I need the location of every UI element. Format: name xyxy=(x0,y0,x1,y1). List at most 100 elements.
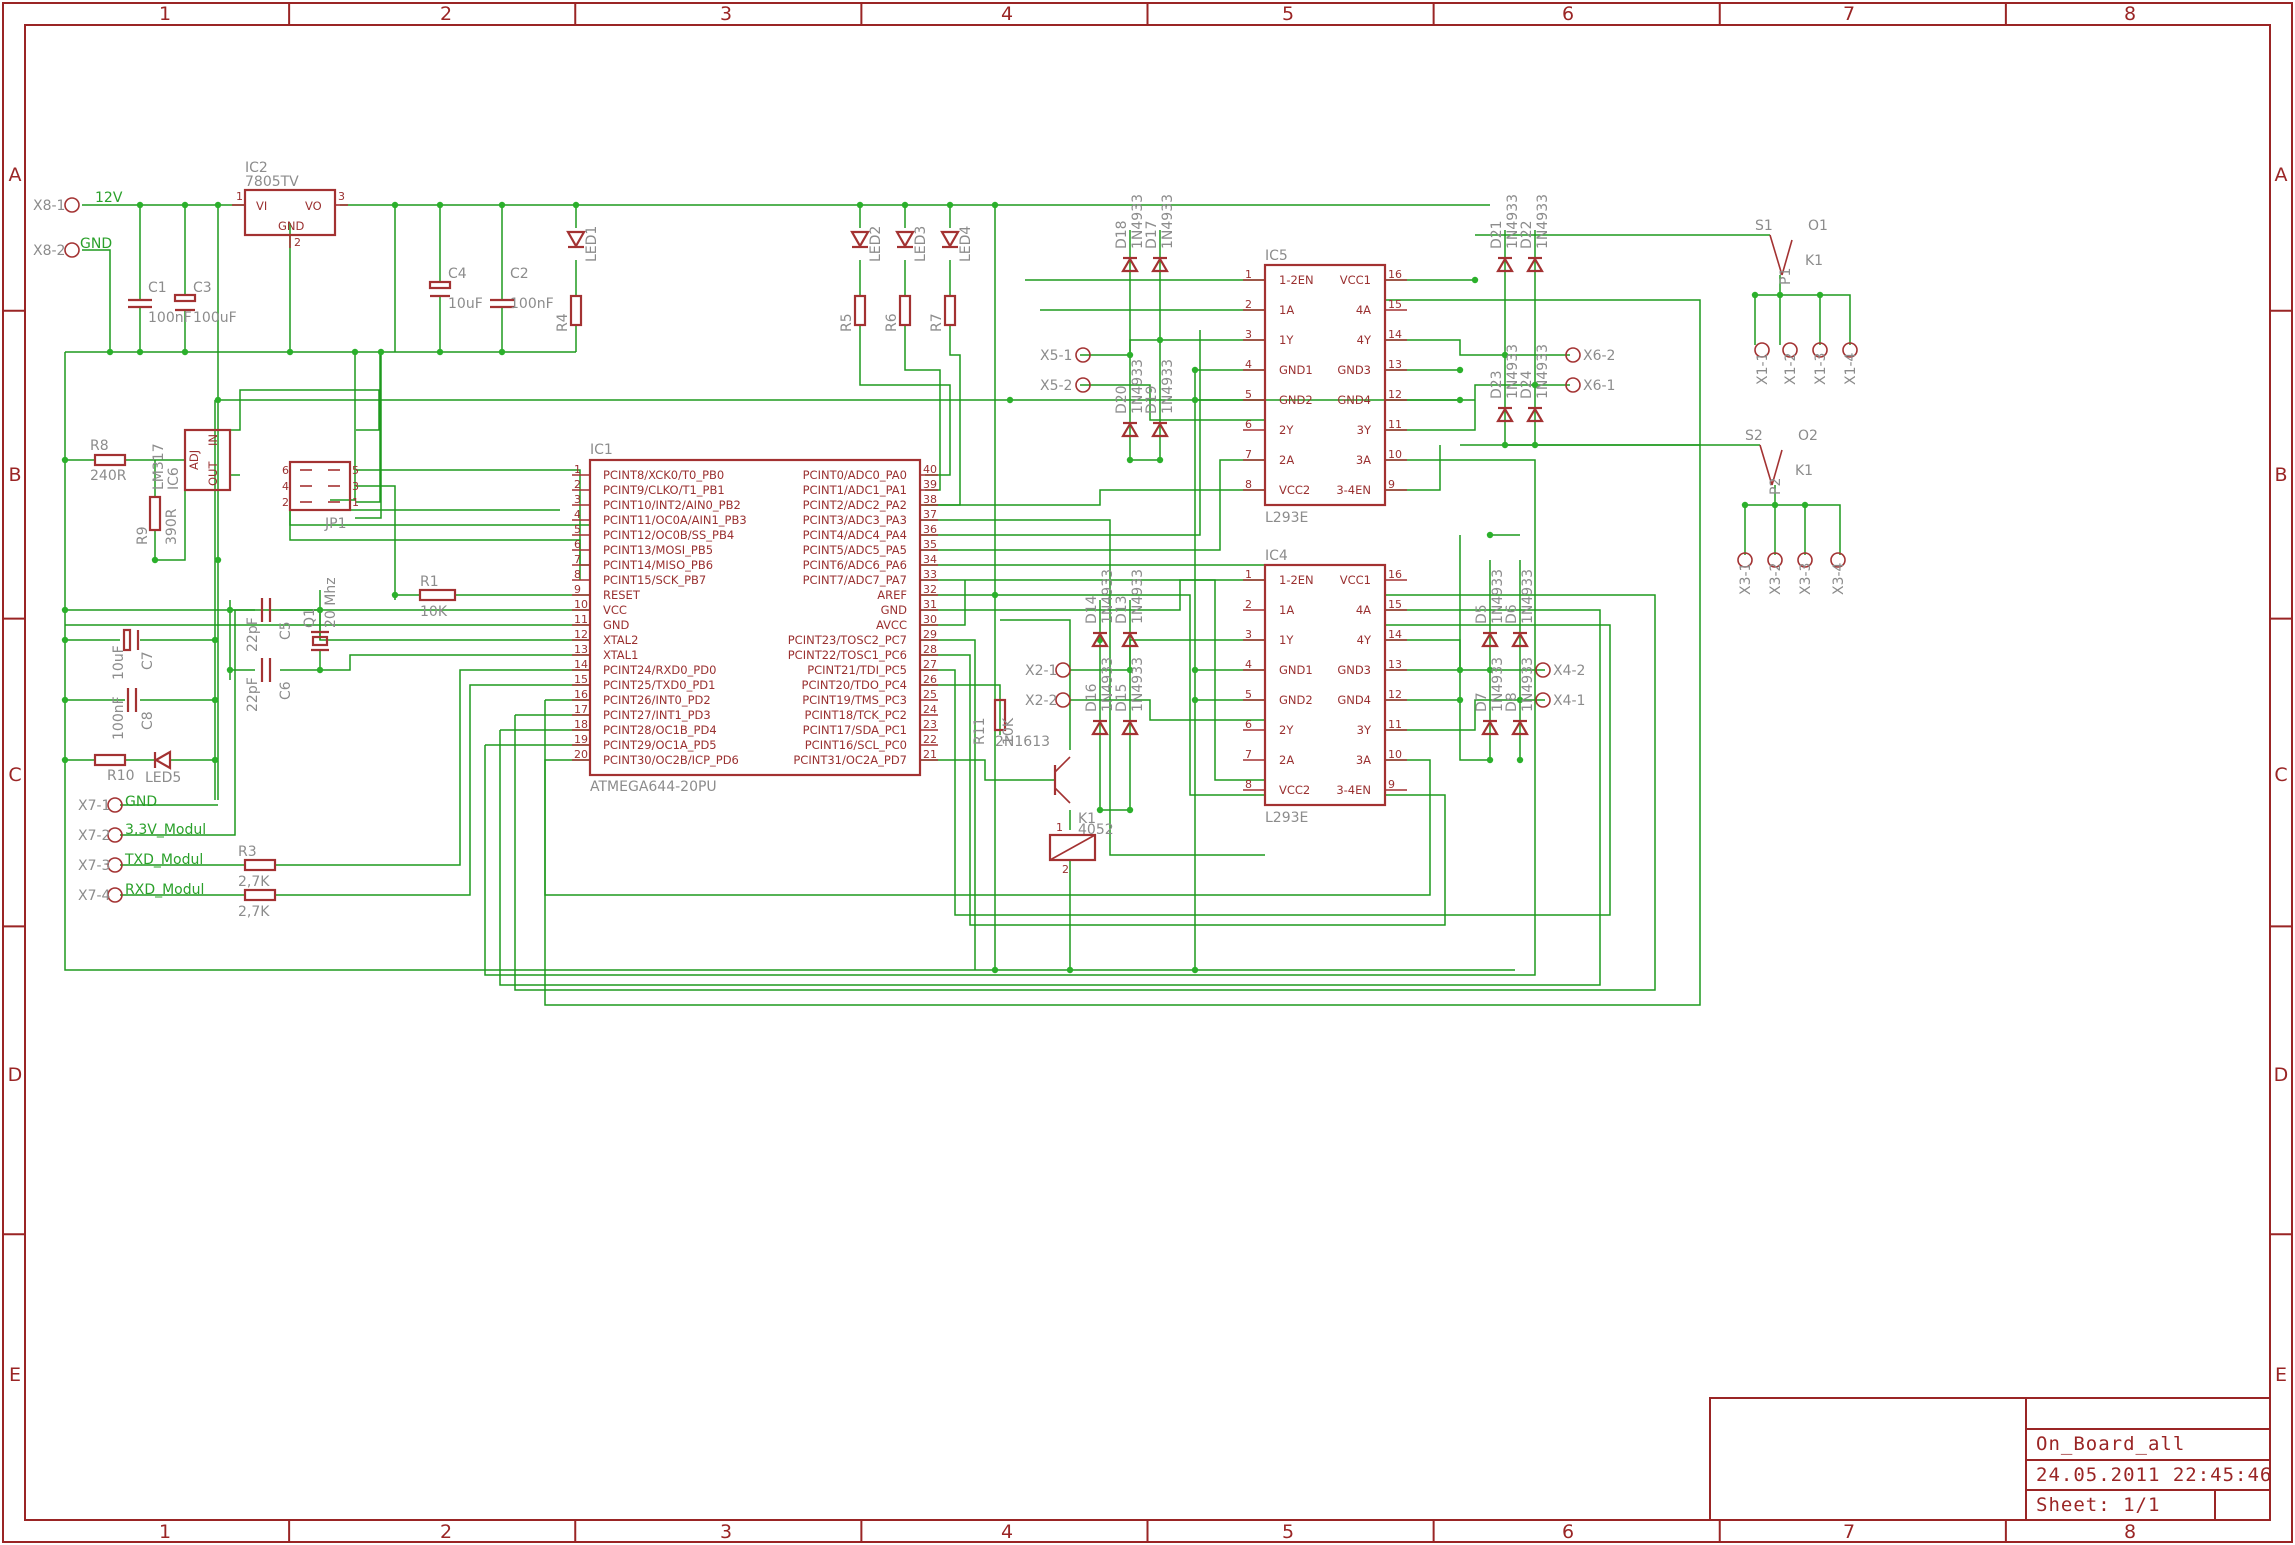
ic6-regulator[interactable]: ADJ OUT IN IC6 LM317 xyxy=(151,428,232,492)
pin-number: 10 xyxy=(1388,448,1402,461)
capacitor-c3[interactable]: C3 100uF xyxy=(173,280,237,326)
connector-x3[interactable]: X3-1 X3-2 X3-3 X3-4 xyxy=(1737,552,1847,595)
pin-label: 4A xyxy=(1356,603,1371,617)
led3-name: LED3 xyxy=(913,226,929,262)
resistor-r6[interactable]: R6 xyxy=(884,294,912,332)
t1-value: 2N1613 xyxy=(995,734,1050,750)
pin-label: 3Y xyxy=(1357,423,1372,437)
resistor-r10[interactable]: R10 xyxy=(93,753,135,784)
connector-x4[interactable]: X4-2 X4-1 xyxy=(1535,662,1585,709)
capacitor-c1[interactable]: C1 100nF xyxy=(128,280,192,326)
capacitor-c8[interactable]: 100nF C8 xyxy=(111,688,156,740)
diode-name: D7 xyxy=(1474,692,1490,712)
col-label-8: 8 xyxy=(2124,1521,2136,1543)
c5-value: 22pF xyxy=(245,617,261,652)
relay-k1[interactable]: K1 4052 1 2 xyxy=(1048,811,1114,876)
relay-contact-p1[interactable]: S1 O1 P1 K1 xyxy=(1755,218,1828,285)
junction-dot xyxy=(61,636,69,644)
col-label-4: 4 xyxy=(1001,3,1013,25)
transistor-t1[interactable]: 2N1613 xyxy=(995,734,1071,804)
diode-value: 1N4933 xyxy=(1160,194,1176,249)
led3[interactable]: LED3 xyxy=(895,226,929,262)
junction-dot xyxy=(1456,666,1464,674)
relay-contact-p2[interactable]: S2 O2 P2 K1 xyxy=(1745,428,1818,495)
junction-dot xyxy=(61,456,69,464)
diode-name: D8 xyxy=(1504,692,1520,712)
pin-number: 32 xyxy=(923,583,937,596)
capacitor-c7[interactable]: 10uF C7 xyxy=(111,628,156,680)
led4[interactable]: LED4 xyxy=(940,226,974,262)
connector-x8[interactable]: X8-1 X8-2 12V GND xyxy=(33,190,123,259)
pin-label: PCINT2/ADC2_PA2 xyxy=(803,498,907,512)
diode-name: D5 xyxy=(1474,604,1490,624)
diode-name: D20 xyxy=(1114,385,1130,414)
diode-name: D17 xyxy=(1144,220,1160,249)
junction-dot xyxy=(572,201,580,209)
resistor-r4[interactable]: R4 xyxy=(555,294,583,332)
connector-x5[interactable]: X5-1 X5-2 xyxy=(1040,347,1091,394)
pin-label: VCC2 xyxy=(1279,483,1310,497)
junction-dot xyxy=(1486,666,1494,674)
resistor-r3[interactable]: R3 2,7K xyxy=(238,844,277,890)
resistor-r2[interactable]: 2,7K xyxy=(238,888,277,920)
diode-value: 1N4933 xyxy=(1130,359,1146,414)
capacitor-c2[interactable]: C2 100nF xyxy=(490,266,554,312)
col-label-1: 1 xyxy=(159,3,171,25)
col-label-3: 3 xyxy=(720,1521,732,1543)
pin-number: 6 xyxy=(574,538,581,551)
pin-label: 1Y xyxy=(1279,333,1294,347)
row-label-c: C xyxy=(2274,764,2287,786)
k1-pin: 1 xyxy=(1056,821,1063,834)
resistor-r9[interactable]: R9 390R xyxy=(135,495,180,545)
resistor-r11[interactable]: R11 10K xyxy=(972,698,1017,745)
junction-dot xyxy=(214,396,222,404)
led1[interactable]: LED1 xyxy=(566,226,600,262)
jp1-header[interactable]: 6 5 4 3 2 1 JP1 xyxy=(282,460,359,532)
resistor-r5[interactable]: R5 xyxy=(839,294,867,332)
led5[interactable]: LED5 xyxy=(145,750,181,786)
ic2-regulator[interactable]: VI VO GND 1 2 3 IC2 7805TV xyxy=(232,160,348,249)
col-label-5: 5 xyxy=(1282,1521,1294,1543)
capacitor-c5[interactable]: 22pF C5 xyxy=(245,598,294,652)
connector-x6[interactable]: X6-2 X6-1 xyxy=(1565,347,1615,394)
junction-dot xyxy=(498,348,506,356)
connector-x1[interactable]: X1-1 X1-2 X1-3 X1-4 xyxy=(1754,342,1859,385)
led2[interactable]: LED2 xyxy=(850,226,884,262)
connector-x7[interactable]: X7-1 X7-2 X7-3 X7-4 GND 3,3V_Modul TXD_M… xyxy=(78,794,206,904)
junction-dot xyxy=(1156,336,1164,344)
drawing-name: On_Board_all xyxy=(2036,1433,2185,1455)
resistor-r1[interactable]: R1 10K xyxy=(418,574,457,620)
junction-dot xyxy=(1771,501,1779,509)
capacitor-c4[interactable]: C4 10uF xyxy=(428,266,483,312)
pin-label: 4Y xyxy=(1357,633,1372,647)
resistor-r7[interactable]: R7 xyxy=(929,294,957,332)
crystal-q1[interactable]: Q1 20 Mhz xyxy=(302,577,339,652)
pin-number: 27 xyxy=(923,658,937,671)
p2-relay: K1 xyxy=(1795,463,1813,479)
resistor-r8[interactable]: R8 240R xyxy=(90,438,127,484)
connector-x2[interactable]: X2-1 X2-2 xyxy=(1025,662,1071,709)
capacitor-c6[interactable]: 22pF C6 xyxy=(245,658,294,712)
r6-name: R6 xyxy=(884,313,900,332)
junction-dot xyxy=(1126,351,1134,359)
jp1-pin: 3 xyxy=(352,480,359,493)
